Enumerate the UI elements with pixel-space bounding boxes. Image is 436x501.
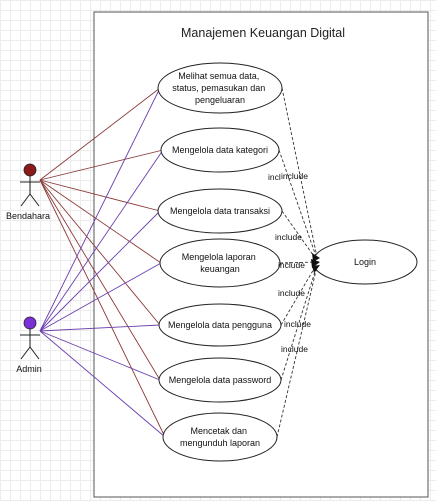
svg-text:Melihat semua data, stat: Melihat semua data, status, pemasukan da… (172, 71, 268, 105)
actor-bendahara[interactable]: Bendahara (6, 163, 50, 221)
use-case-uc6[interactable]: Mengelola data password (158, 357, 282, 403)
svg-text:Mengelola data pengguna: Mengelola data pengguna (168, 320, 272, 330)
association-line-admin-uc3 (39, 210, 161, 332)
actor-head (23, 316, 37, 330)
use-case-ellipse (158, 303, 282, 347)
include-label: include (275, 232, 302, 242)
use-case-label: keuangan (200, 264, 240, 274)
system-title: Manajemen Keuangan Digital (181, 26, 345, 40)
svg-text:Mengelola data kategori: Mengelola data kategori (172, 145, 268, 155)
use-case-uc4[interactable]: Mengelola laporan keuangan (159, 238, 281, 288)
association-line-admin-uc5 (39, 324, 161, 332)
include-label: incl (268, 172, 281, 182)
use-case-uc1[interactable]: Melihat semua data, status, pemasukan da… (157, 62, 283, 114)
association-line-bendahara-uc3 (39, 179, 161, 212)
use-case-uc5[interactable]: Mengelola data pengguna (158, 303, 282, 347)
association-line-admin-uc4 (39, 262, 162, 332)
use-case-label: Mengelola data kategori (172, 145, 268, 155)
use-case-uc2[interactable]: Mengelola data kategori (160, 127, 280, 173)
association-line-bendahara-uc6 (39, 179, 161, 381)
use-case-label: Mengelola data password (169, 375, 272, 385)
association-line-bendahara-uc4 (39, 179, 162, 264)
actor-label: Bendahara (6, 211, 50, 221)
use-case-label: pengeluaran (195, 95, 245, 105)
use-case-ellipse (157, 188, 283, 234)
use-case-label: Mencetak dan (190, 426, 247, 436)
use-case-label: Mengelola laporan (182, 252, 256, 262)
actor-admin[interactable]: Admin (16, 316, 42, 374)
include-label: include (281, 171, 308, 181)
use-case-ellipse (157, 62, 283, 114)
use-case-uc7[interactable]: Mencetak dan mengunduh laporan (162, 412, 278, 462)
association-line-bendahara-uc2 (39, 149, 164, 181)
association-line-bendahara-uc5 (39, 179, 161, 326)
include-line-uc6 (280, 261, 319, 381)
actor-label: Admin (16, 364, 42, 374)
association-lines (39, 87, 166, 438)
use-case-label: Mengelola data transaksi (170, 206, 270, 216)
association-line-admin-uc7 (39, 330, 166, 438)
use-case-label: mengunduh laporan (180, 438, 260, 448)
use-case-uc3[interactable]: Mengelola data transaksi (157, 188, 283, 234)
use-case-ellipse (159, 238, 281, 288)
association-line-admin-uc6 (39, 330, 161, 381)
use-case-ellipse (158, 357, 282, 403)
use-case-ellipse (162, 412, 278, 462)
actor-head (23, 163, 37, 177)
association-line-admin-uc2 (39, 149, 164, 332)
use-case-label: Melihat semua data, (178, 71, 259, 81)
use-case-ellipse (160, 127, 280, 173)
svg-text:Mengelola laporan keuang: Mengelola laporan keuangan (182, 252, 259, 274)
association-line-bendahara-uc7 (39, 179, 166, 438)
login-label: Login (354, 257, 376, 267)
use-case-label: status, pemasukan dan (172, 83, 265, 93)
svg-text:Mencetak dan mengunduh l: Mencetak dan mengunduh laporan (180, 426, 260, 448)
include-label: include (281, 344, 308, 354)
include-label: include (284, 319, 311, 329)
association-line-bendahara-uc1 (39, 87, 161, 181)
include-line-uc3 (281, 210, 319, 263)
use-case-login[interactable]: Login (312, 239, 418, 285)
association-line-admin-uc1 (39, 87, 161, 332)
include-arrowheads (311, 253, 320, 273)
include-line-uc5 (280, 261, 319, 326)
use-case-label: Mengelola data pengguna (168, 320, 272, 330)
svg-text:Mengelola data password: Mengelola data password (169, 375, 272, 385)
include-label: include (278, 260, 305, 270)
include-label: include (278, 288, 305, 298)
svg-text:Mengelola data transaksi: Mengelola data transaksi (170, 206, 270, 216)
